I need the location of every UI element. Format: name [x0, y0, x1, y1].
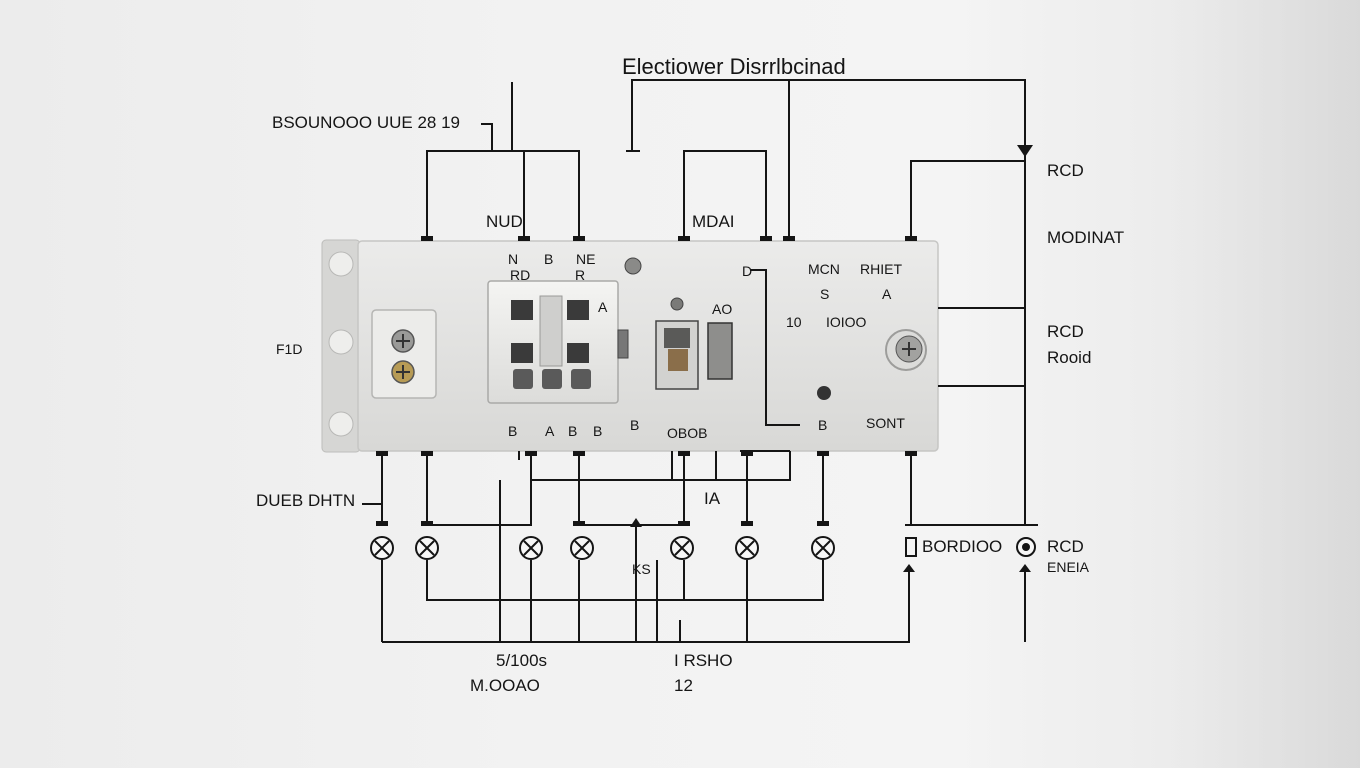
label-bottom-b1: I RSHO	[674, 651, 733, 670]
device-label-sont: SONT	[866, 415, 905, 431]
label-modinat: MODINAT	[1047, 228, 1125, 247]
device-label-rd: RD	[510, 267, 531, 283]
label-ks: KS	[632, 561, 651, 577]
device-label-n: N	[508, 251, 519, 267]
indicator-mid	[670, 297, 684, 311]
label-top-left: BSOUNOOO UUE 28 19	[272, 113, 461, 132]
label-nud: NUD	[486, 212, 523, 231]
status-led	[817, 386, 831, 400]
label-dueb: DUEB DHTN	[256, 491, 356, 510]
label-bottom-a2: M.OOAO	[470, 676, 540, 695]
device-code: B	[630, 417, 640, 433]
rail-hole-top	[328, 251, 354, 277]
wall-shadow	[1160, 0, 1360, 768]
device-label-a-right: A	[598, 299, 608, 315]
rail-hole-mid	[328, 329, 354, 355]
device-label-s: S	[820, 286, 830, 302]
device-label-d: D	[742, 263, 753, 279]
arrows	[376, 145, 1033, 572]
breaker-symbol	[370, 536, 394, 560]
device-label-b: B	[544, 251, 554, 267]
diagram-title: Electiower Disrrlbcinad	[622, 54, 846, 79]
label-roold: Rooid	[1047, 348, 1092, 367]
breaker-symbol	[415, 536, 439, 560]
device-code: B	[593, 423, 603, 439]
breaker-symbol	[570, 536, 594, 560]
breaker-symbol	[670, 536, 694, 560]
label-bordioo: BORDIOO	[922, 537, 1003, 556]
device-label-ioioo: IOIOO	[826, 314, 867, 330]
label-rcd-top: RCD	[1047, 161, 1084, 180]
label-bottom-a1: 5/100s	[496, 651, 548, 670]
label-rcd-mid: RCD	[1047, 322, 1084, 341]
breaker-symbol	[519, 536, 543, 560]
breaker-symbol	[735, 536, 759, 560]
breaker-symbols	[370, 536, 1036, 560]
breaker-symbol	[811, 536, 835, 560]
distribution-device	[321, 239, 939, 453]
label-left-mark: F1D	[276, 341, 303, 357]
terminal-housing	[371, 309, 437, 399]
device-label-obob: OBOB	[667, 425, 708, 441]
device-code: B	[568, 423, 578, 439]
device-label-ne: NE	[576, 251, 596, 267]
device-code: A	[545, 423, 555, 439]
device-body	[357, 240, 939, 452]
label-mdai: MDAI	[692, 212, 735, 231]
device-code: B	[508, 423, 518, 439]
bordioo-bracket	[905, 537, 917, 557]
device-label-rhiet: RHIET	[860, 261, 902, 277]
label-enela: ENEIA	[1047, 559, 1090, 575]
indicator-top	[624, 257, 642, 275]
device-label-a: A	[882, 286, 892, 302]
label-bottom-b2: 12	[674, 676, 693, 695]
inner-wire	[750, 269, 800, 426]
rcd-symbol	[1016, 537, 1036, 557]
device-label-10: 10	[786, 314, 802, 330]
device-label-mcn: MCN	[808, 261, 840, 277]
device-label-r: R	[575, 267, 586, 283]
lever	[707, 322, 733, 380]
device-code: B	[818, 417, 828, 433]
label-rcd-bottom: RCD	[1047, 537, 1084, 556]
device-label-ao: AO	[712, 301, 733, 317]
wiring	[362, 79, 1038, 643]
rail-hole-bottom	[328, 411, 354, 437]
label-ia: IA	[704, 489, 721, 508]
